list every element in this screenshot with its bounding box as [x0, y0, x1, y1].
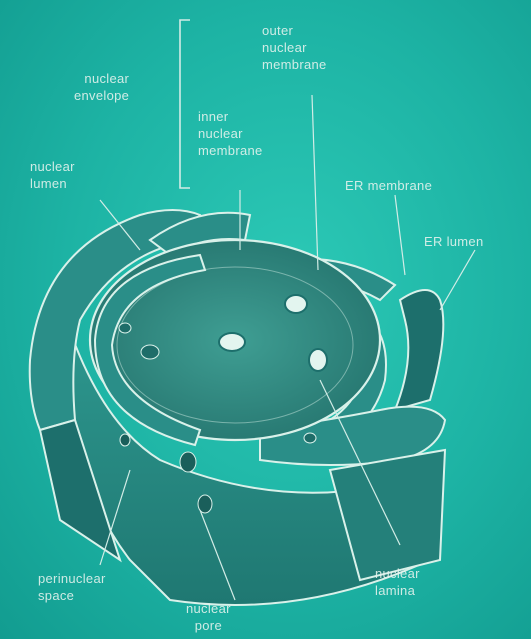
er-sheet-right — [395, 290, 443, 410]
label-nuclear-lamina: nuclear lamina — [375, 565, 420, 599]
leader-er-membrane — [395, 195, 405, 275]
label-inner-nuclear-membrane: inner nuclear membrane — [198, 108, 263, 159]
label-outer-nuclear-membrane: outer nuclear membrane — [262, 22, 327, 73]
label-er-membrane: ER membrane — [345, 177, 432, 194]
pore — [219, 333, 245, 351]
pore — [180, 452, 196, 472]
label-nuclear-pore: nuclear pore — [186, 600, 231, 634]
label-nuclear-lumen: nuclear lumen — [30, 158, 75, 192]
pore — [119, 323, 131, 333]
label-nuclear-envelope: nuclear envelope — [74, 70, 129, 104]
pore — [285, 295, 307, 313]
label-perinuclear-space: perinuclear space — [38, 570, 106, 604]
pore — [304, 433, 316, 443]
leader-outer-membrane — [312, 95, 318, 270]
pore — [120, 434, 130, 446]
envelope-bracket — [180, 20, 190, 188]
pore — [141, 345, 159, 359]
pore — [309, 349, 327, 371]
leader-er-lumen — [440, 250, 475, 310]
label-er-lumen: ER lumen — [424, 233, 483, 250]
